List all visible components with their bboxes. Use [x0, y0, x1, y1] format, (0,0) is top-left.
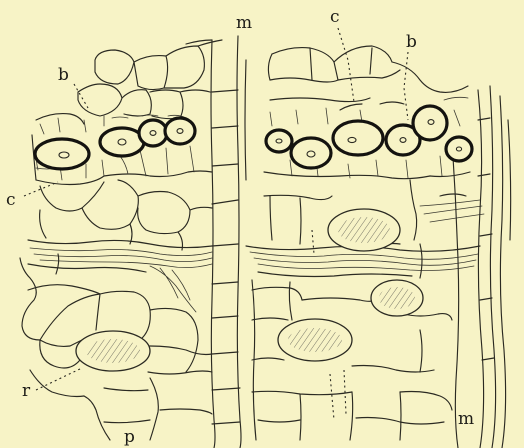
label-b-left: b — [58, 65, 69, 85]
label-m1-bottom: m — [458, 409, 474, 429]
label-c-left: c — [6, 190, 16, 210]
thick-cell — [165, 118, 195, 144]
thick-cell — [446, 137, 472, 161]
thick-cell — [413, 106, 447, 140]
medullary-ray-left — [186, 36, 246, 448]
label-c-top: c — [330, 7, 340, 27]
grain-cells — [76, 209, 423, 371]
figure-labels: b c m c b r p m — [6, 7, 474, 447]
thick-cell — [100, 128, 144, 156]
thick-cell — [139, 120, 167, 146]
thick-cell — [333, 121, 383, 155]
label-m-top: m — [236, 13, 252, 33]
label-p-bottom: p — [124, 427, 135, 447]
label-r-left: r — [22, 381, 31, 401]
thick-cell — [35, 139, 89, 169]
thick-cell — [266, 130, 292, 152]
label-b-right: b — [406, 32, 417, 52]
thick-cell — [291, 138, 331, 168]
